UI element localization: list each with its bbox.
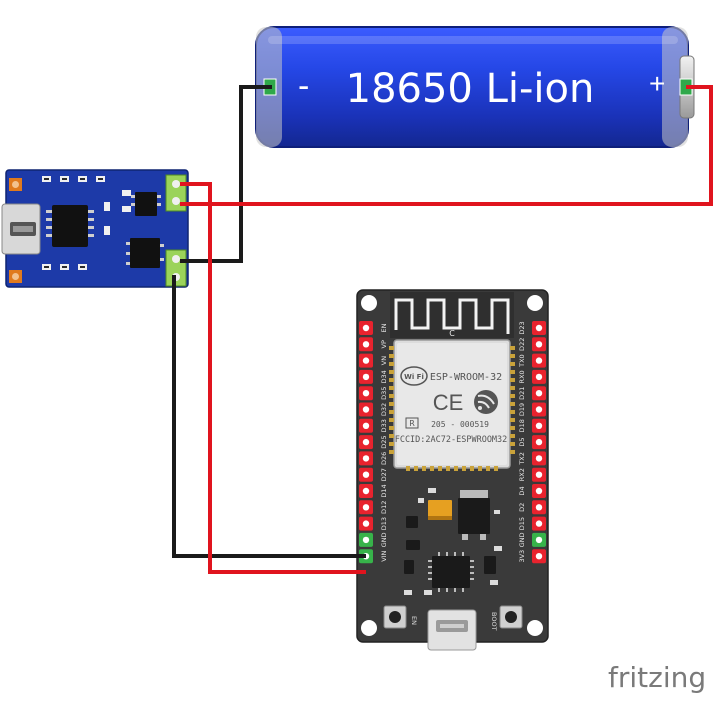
pin-hole bbox=[362, 520, 370, 527]
pin-label-vp: VP bbox=[380, 340, 388, 348]
pin-hole bbox=[362, 373, 370, 381]
pin-hole bbox=[362, 357, 370, 364]
en-button[interactable] bbox=[383, 605, 407, 629]
pin-hole bbox=[362, 487, 370, 495]
pin-label-d26: D26 bbox=[380, 452, 388, 465]
wire-battery-positive[interactable] bbox=[180, 85, 713, 206]
antenna-c-mark: C bbox=[449, 329, 455, 338]
pin-hole bbox=[535, 455, 543, 462]
esp32-devkit-board: C bbox=[356, 289, 549, 651]
boot-button[interactable] bbox=[499, 605, 523, 629]
pin-label-en: EN bbox=[380, 323, 388, 332]
en-button-label: EN bbox=[410, 616, 418, 625]
pin-hole bbox=[535, 422, 543, 429]
wires bbox=[172, 85, 713, 574]
pin-hole bbox=[362, 341, 370, 348]
pin-hole bbox=[362, 438, 370, 446]
pin-hole bbox=[362, 471, 370, 478]
pin-hole bbox=[535, 357, 543, 364]
pin-hole bbox=[362, 504, 370, 511]
battery-positive-symbol: + bbox=[649, 68, 665, 99]
cert-id: 205 - 000519 bbox=[431, 420, 489, 429]
espressif-logo-icon bbox=[474, 390, 498, 414]
pin-hole bbox=[362, 536, 370, 544]
pin-label-tx0: TX0 bbox=[518, 354, 526, 368]
pin-hole bbox=[362, 406, 370, 413]
tp4056-charger-board bbox=[1, 169, 189, 288]
ce-mark: CE bbox=[433, 390, 464, 415]
r-mark: R bbox=[409, 419, 415, 428]
pin-hole bbox=[535, 504, 543, 511]
pin-hole bbox=[535, 553, 543, 560]
pin-label-vn: VN bbox=[380, 356, 388, 365]
pin-label-gnd: GND bbox=[380, 532, 388, 547]
pin-label-3v3: 3V3 bbox=[518, 550, 526, 563]
esp32-micro-usb-port[interactable] bbox=[427, 609, 477, 651]
pin-hole bbox=[535, 438, 543, 446]
pin-label-d12: D12 bbox=[380, 501, 388, 514]
pin-hole bbox=[535, 324, 543, 332]
pin-label-d2: D2 bbox=[518, 503, 526, 512]
pin-hole bbox=[535, 520, 543, 527]
pin-hole bbox=[535, 406, 543, 413]
pin-hole bbox=[535, 373, 543, 381]
wifi-logo-text: Wi Fi bbox=[404, 373, 424, 381]
pin-label-d19: D19 bbox=[518, 403, 526, 416]
pin-label-d25: D25 bbox=[380, 435, 388, 448]
pin-label-d13: D13 bbox=[380, 517, 388, 530]
pin-hole bbox=[362, 422, 370, 429]
pin-label-vin: VIN bbox=[380, 550, 388, 561]
esp32-antenna: C bbox=[390, 292, 514, 338]
micro-usb-port[interactable] bbox=[1, 203, 41, 255]
pin-label-d21: D21 bbox=[518, 387, 526, 400]
pin-label-d15: D15 bbox=[518, 517, 526, 530]
pin-label-d22: D22 bbox=[518, 338, 526, 351]
pin-hole bbox=[535, 341, 543, 348]
pin-label-d35: D35 bbox=[380, 387, 388, 400]
pin-label-d34: D34 bbox=[380, 370, 388, 383]
pin-label-d27: D27 bbox=[380, 468, 388, 481]
voltage-regulator bbox=[458, 498, 490, 534]
fritzing-watermark: fritzing bbox=[608, 661, 706, 694]
pin-hole bbox=[362, 455, 370, 462]
tp4056-ic bbox=[52, 205, 88, 247]
pin-hole bbox=[535, 536, 543, 544]
fcc-id: FCCID:2AC72-ESPWROOM32 bbox=[395, 435, 508, 445]
wifi-logo-icon: Wi Fi bbox=[400, 366, 428, 386]
pin-hole bbox=[535, 487, 543, 495]
pin-label-gnd: GND bbox=[518, 532, 526, 547]
pin-hole bbox=[535, 390, 543, 397]
pin-label-rx0: RX0 bbox=[518, 370, 526, 383]
battery-negative-symbol: - bbox=[298, 67, 309, 105]
pin-label-d23: D23 bbox=[518, 321, 526, 334]
pin-label-tx2: TX2 bbox=[518, 452, 526, 466]
esp-wroom-32-module: Wi Fi ESP-WROOM-32 CE R 205 - 000519 FCC… bbox=[389, 339, 515, 471]
wire-ground-to-esp32[interactable] bbox=[172, 275, 366, 558]
pin-label-d14: D14 bbox=[380, 484, 388, 497]
pin-hole bbox=[362, 390, 370, 397]
pin-label-d18: D18 bbox=[518, 419, 526, 432]
pin-label-d33: D33 bbox=[380, 419, 388, 432]
pin-label-d32: D32 bbox=[380, 403, 388, 416]
pin-hole bbox=[362, 324, 370, 332]
pin-label-d4: D4 bbox=[518, 486, 526, 495]
pin-hole bbox=[535, 471, 543, 478]
battery-label: 18650 Li-ion bbox=[346, 66, 595, 112]
module-name: ESP-WROOM-32 bbox=[430, 372, 502, 383]
wire-vin-to-esp32[interactable] bbox=[180, 182, 366, 574]
tantalum-capacitor bbox=[428, 500, 452, 520]
pin-label-rx2: RX2 bbox=[518, 468, 526, 481]
pin-label-d5: D5 bbox=[518, 438, 526, 447]
battery-18650: - + 18650 Li-ion bbox=[255, 26, 695, 148]
usb-uart-chip bbox=[428, 552, 474, 592]
boot-button-label: BOOT bbox=[490, 612, 498, 631]
